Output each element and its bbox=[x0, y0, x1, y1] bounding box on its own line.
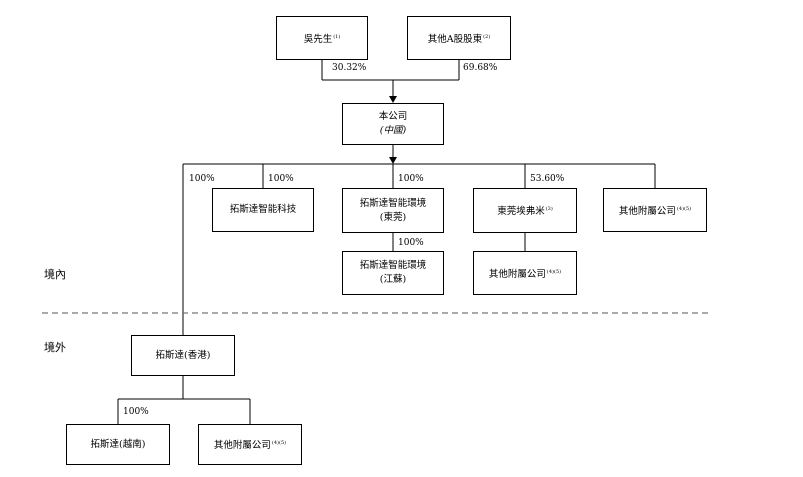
node-yifumi: 東莞埃弗米(3) bbox=[473, 188, 577, 233]
pct-env-js: 100% bbox=[398, 238, 424, 248]
region-label-domestic: 境內 bbox=[44, 268, 66, 281]
node-wu: 吳先生(1) bbox=[276, 16, 368, 60]
node-env-dg: 拓斯達智能環境 (東莞) bbox=[342, 188, 444, 233]
node-other-sub-1-note: (4)(5) bbox=[676, 205, 692, 212]
node-other-sub-3: 其他附屬公司(4)(5) bbox=[198, 424, 302, 465]
node-other-sub-2-name: 其他附屬公司 bbox=[488, 268, 546, 280]
node-vn: 拓斯達(越南) bbox=[66, 424, 170, 465]
node-other-sub-1: 其他附屬公司(4)(5) bbox=[603, 188, 707, 232]
node-other-sub-2: 其他附屬公司(4)(5) bbox=[473, 251, 577, 295]
pct-env-dg: 100% bbox=[398, 174, 424, 184]
pct-yifumi: 53.60% bbox=[530, 174, 565, 184]
node-yifumi-name: 東莞埃弗米 bbox=[497, 206, 545, 217]
pct-other-a: 69.68% bbox=[463, 63, 498, 73]
node-env-js: 拓斯達智能環境 (江蘇) bbox=[342, 251, 444, 295]
node-other-sub-3-note: (4)(5) bbox=[271, 440, 287, 446]
node-other-sub-3-name: 其他附屬公司 bbox=[213, 440, 271, 451]
node-other-a-name: 其他A股股東 bbox=[427, 33, 483, 45]
node-other-a-shareholders: 其他A股股東(2) bbox=[407, 16, 511, 60]
pct-vn: 100% bbox=[123, 407, 149, 417]
pct-hk: 100% bbox=[189, 174, 215, 184]
node-wu-note: (1) bbox=[333, 33, 341, 40]
node-other-sub-2-note: (4)(5) bbox=[546, 268, 562, 275]
node-tech-name: 拓斯達智能科技 bbox=[229, 204, 297, 215]
node-hk-name: 拓斯達(香港) bbox=[155, 349, 211, 361]
node-tech: 拓斯達智能科技 bbox=[212, 188, 314, 232]
node-yifumi-note: (3) bbox=[545, 206, 553, 212]
node-other-sub-1-name: 其他附屬公司 bbox=[618, 205, 676, 217]
node-hk: 拓斯達(香港) bbox=[131, 335, 235, 376]
node-env-dg-name: 拓斯達智能環境 bbox=[359, 197, 427, 209]
pct-wu: 30.32% bbox=[332, 63, 367, 73]
node-company: 本公司 (中國) bbox=[342, 103, 444, 145]
pct-tech: 100% bbox=[268, 174, 294, 184]
region-label-overseas: 境外 bbox=[44, 341, 66, 354]
node-wu-name: 吳先生 bbox=[303, 33, 333, 45]
arrow-from-company bbox=[389, 157, 397, 164]
node-company-sub: (中國) bbox=[379, 125, 407, 136]
node-vn-name: 拓斯達(越南) bbox=[90, 438, 146, 450]
node-company-name: 本公司 bbox=[378, 111, 408, 122]
node-env-js-sub: (江蘇) bbox=[379, 274, 407, 285]
node-env-js-name: 拓斯達智能環境 bbox=[359, 260, 427, 271]
arrow-to-company bbox=[389, 96, 397, 103]
node-other-a-note: (2) bbox=[483, 33, 491, 40]
node-env-dg-sub: (東莞) bbox=[379, 211, 407, 223]
